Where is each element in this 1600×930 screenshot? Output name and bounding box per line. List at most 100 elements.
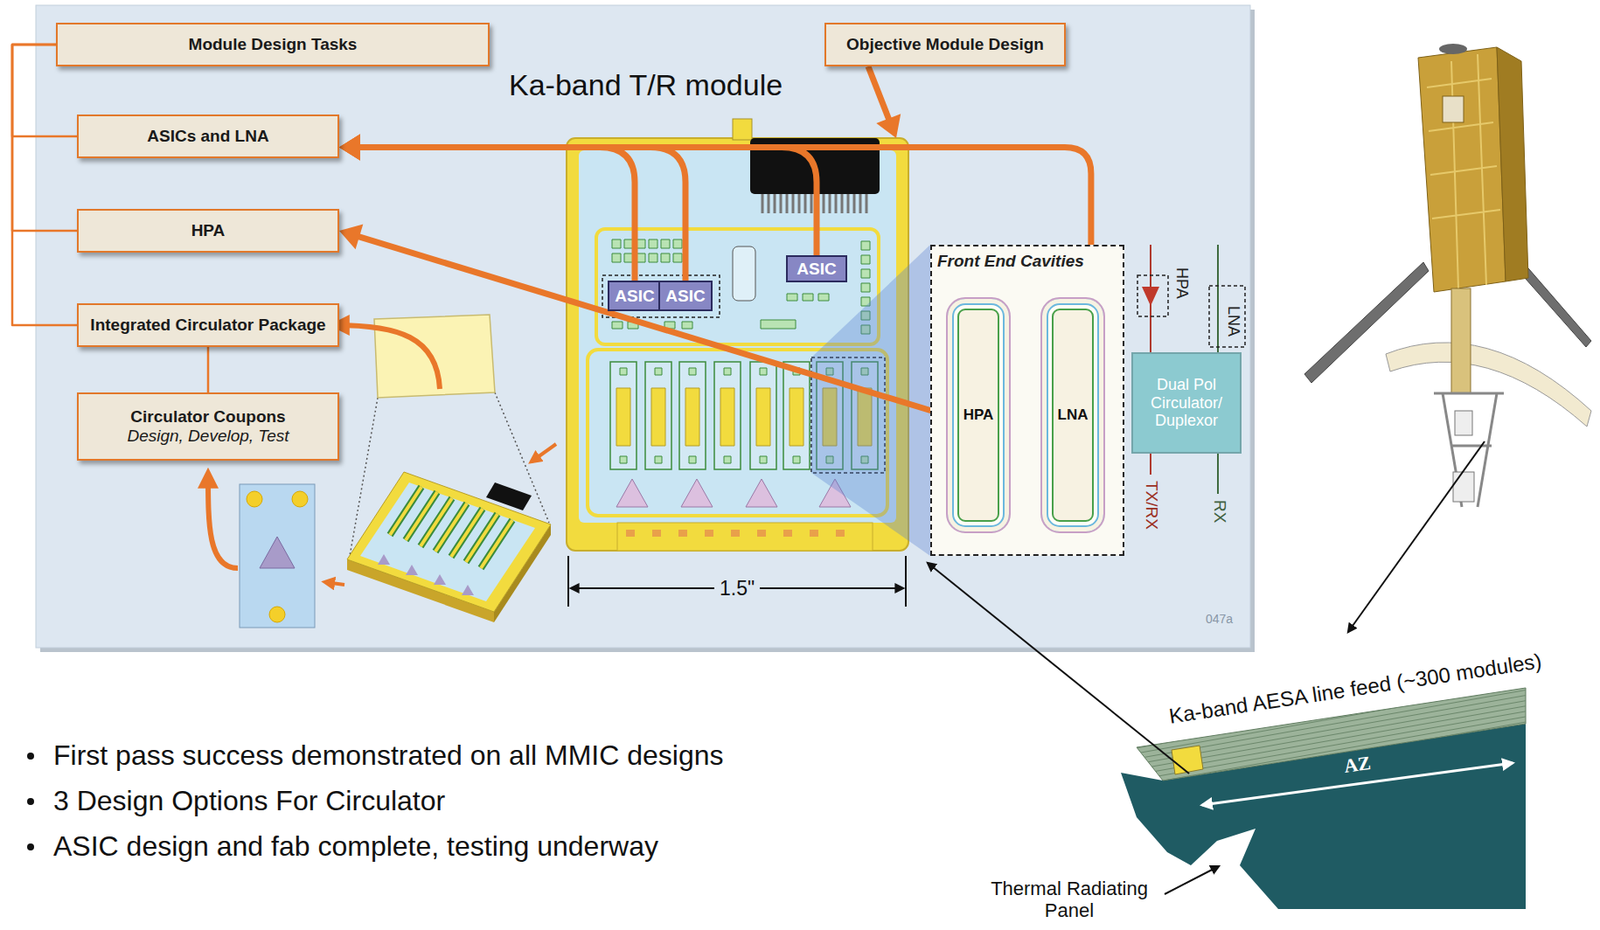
rx-port-line bbox=[1217, 453, 1219, 494]
region-heading: Front End Cavities bbox=[937, 251, 1085, 272]
tab-pads bbox=[626, 529, 845, 537]
connector-line bbox=[868, 66, 892, 127]
signal-name: LNA bbox=[1224, 306, 1243, 337]
satellite-bus-side bbox=[1496, 47, 1529, 282]
board-top bbox=[347, 472, 551, 613]
coupon bbox=[239, 484, 315, 628]
connector bbox=[12, 44, 77, 326]
coupon-arrow bbox=[208, 473, 238, 569]
port-name: RX bbox=[1210, 500, 1230, 523]
feed-module bbox=[1171, 745, 1204, 775]
pointer-arrow bbox=[325, 582, 345, 585]
front-end-region: Front End CavitiesHPA LNA bbox=[930, 244, 1125, 557]
lna-symbol-box bbox=[1209, 285, 1246, 348]
leader-arrow bbox=[927, 563, 1190, 774]
feed-box bbox=[1454, 410, 1473, 436]
signal-name: HPA bbox=[1172, 267, 1191, 300]
arrowhead bbox=[339, 134, 361, 161]
module-title: Ka-band T/R module bbox=[508, 68, 783, 103]
lid-arrow bbox=[334, 325, 440, 390]
extension-lines bbox=[568, 556, 906, 607]
node-label: Objective Module Design bbox=[846, 34, 1044, 55]
connector bbox=[339, 134, 817, 257]
bullet-dot bbox=[27, 752, 35, 760]
connector-line bbox=[12, 44, 77, 326]
connector bbox=[339, 224, 947, 416]
connector bbox=[339, 134, 686, 282]
bus-texture bbox=[1426, 54, 1501, 289]
bullet-note: First pass success demonstrated on all M… bbox=[53, 739, 724, 773]
drawing-number: 047a bbox=[1205, 612, 1233, 627]
board-triangles bbox=[377, 554, 474, 596]
small-components bbox=[612, 239, 870, 334]
dimension-label: 1.5" bbox=[714, 577, 760, 600]
task-box: Objective Module Design bbox=[824, 22, 1066, 67]
asic-chip: ASIC bbox=[607, 280, 662, 312]
task-box: HPA bbox=[76, 208, 340, 253]
lna-signal-line bbox=[1217, 244, 1219, 353]
feed-box bbox=[1453, 472, 1475, 502]
connector-line bbox=[12, 44, 77, 231]
task-box: Circulator CouponsDesign, Develop, Test bbox=[76, 392, 340, 461]
connector-line bbox=[351, 147, 635, 282]
bullet-note: ASIC design and fab complete, testing un… bbox=[53, 830, 659, 863]
connector bbox=[339, 134, 635, 282]
board-connector bbox=[486, 482, 532, 511]
coupon-pad bbox=[292, 491, 308, 508]
node-label: ASICs and LNA bbox=[146, 126, 269, 147]
circulator-lid bbox=[374, 314, 495, 398]
array-caption: Ka-band AESA line feed (~300 modules) bbox=[1167, 648, 1544, 729]
circulator-triangles bbox=[616, 479, 851, 508]
arrowhead bbox=[876, 113, 901, 139]
circulator-box: Dual Pol Circulator/ Duplexor bbox=[1131, 352, 1242, 454]
node-sublabel: Design, Develop, Test bbox=[126, 426, 289, 446]
bus-panel bbox=[1442, 96, 1464, 123]
node-label: ASIC bbox=[665, 286, 705, 307]
connector-line bbox=[207, 347, 210, 393]
top-antenna bbox=[1439, 43, 1468, 55]
board-substrate bbox=[360, 482, 536, 602]
cavity-box: HPA bbox=[946, 297, 1011, 534]
bullet-dot bbox=[27, 843, 35, 851]
arrowhead bbox=[339, 134, 361, 161]
zoom-wedge bbox=[811, 244, 931, 557]
module-outline: Ka-band T/R moduleASICASICASIC bbox=[566, 138, 909, 551]
connector bbox=[868, 66, 901, 139]
leader-arrow bbox=[1348, 441, 1485, 633]
leader-arrow bbox=[1164, 866, 1219, 895]
regulator-part bbox=[732, 246, 756, 301]
coupon-triangle bbox=[259, 536, 295, 569]
satellite-bus bbox=[1418, 47, 1506, 293]
panel-ground bbox=[35, 5, 1251, 648]
node-label: HPA bbox=[191, 221, 226, 241]
node-label: ASIC bbox=[796, 259, 836, 279]
part-label: Thermal Radiating Panel bbox=[981, 877, 1157, 923]
node-label: Dual Pol Circulator/ Duplexor bbox=[1138, 375, 1235, 431]
arrowhead bbox=[339, 134, 361, 161]
control-region bbox=[596, 229, 879, 345]
node-label: ASIC bbox=[614, 286, 654, 307]
port-name: TX/RX bbox=[1141, 480, 1162, 530]
rf-connector-tab bbox=[732, 118, 752, 140]
bullet-note: 3 Design Options For Circulator bbox=[53, 785, 446, 818]
node-label: Module Design Tasks bbox=[188, 34, 358, 55]
task-box: Module Design Tasks bbox=[55, 22, 490, 67]
mast bbox=[1451, 288, 1471, 394]
axis-label: AZ bbox=[1342, 751, 1372, 777]
connector-line bbox=[351, 147, 817, 257]
cavity-box: LNA bbox=[1040, 297, 1106, 534]
txrx-port-line bbox=[1149, 453, 1152, 475]
connector-line bbox=[351, 147, 686, 282]
hpa-symbol-box bbox=[1137, 275, 1169, 317]
node-label: Circulator Coupons bbox=[130, 407, 286, 427]
coupon-pad bbox=[246, 491, 263, 508]
connector-line bbox=[351, 234, 947, 416]
amplifier-triangle bbox=[1141, 286, 1160, 307]
asic-group-outline bbox=[602, 275, 720, 318]
connector bbox=[12, 44, 77, 231]
connector bbox=[208, 347, 209, 393]
node-label: Integrated Circulator Package bbox=[90, 315, 326, 335]
bullet-dot bbox=[27, 798, 35, 806]
solar-array bbox=[1518, 262, 1592, 348]
